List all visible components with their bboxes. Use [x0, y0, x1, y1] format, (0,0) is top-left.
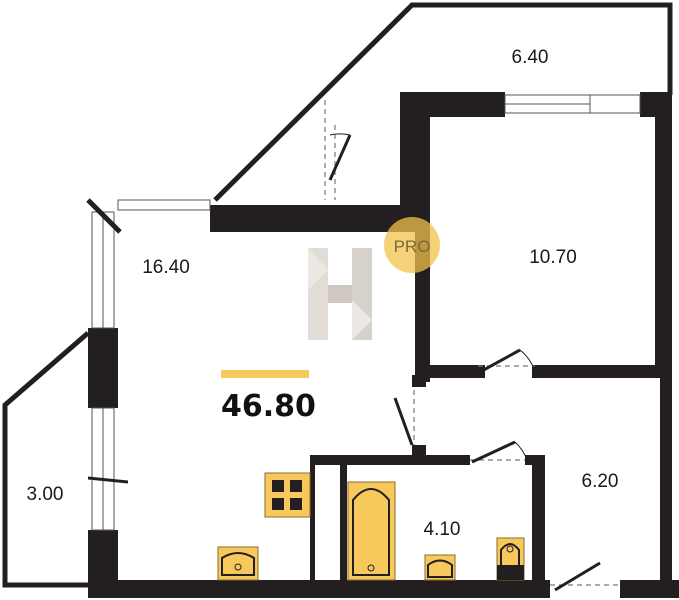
room-area-bedroom: 10.70 [529, 247, 577, 268]
room-area-bathroom: 4.10 [424, 519, 461, 540]
room-area-hallway: 6.20 [582, 471, 619, 492]
room-area-balcony-left: 3.00 [27, 484, 64, 505]
bathtub [347, 481, 396, 581]
doors [87, 100, 620, 592]
windows [86, 94, 641, 531]
toilet [496, 537, 525, 581]
room-area-balcony-top: 6.40 [512, 47, 549, 68]
total-area: 46.80 [221, 389, 316, 424]
room-area-living-room: 16.40 [142, 257, 190, 278]
kitchen-sink [217, 546, 259, 581]
balcony-left-outline [2, 331, 90, 588]
balcony-top-outline [213, 2, 673, 202]
bathroom-sink [424, 554, 456, 581]
pro-badge [384, 217, 440, 273]
pro-badge-text: PRO [394, 237, 431, 256]
watermark-logo [308, 248, 372, 340]
stove [264, 472, 311, 518]
total-area-accent-bar [221, 370, 309, 378]
walls [88, 92, 679, 598]
